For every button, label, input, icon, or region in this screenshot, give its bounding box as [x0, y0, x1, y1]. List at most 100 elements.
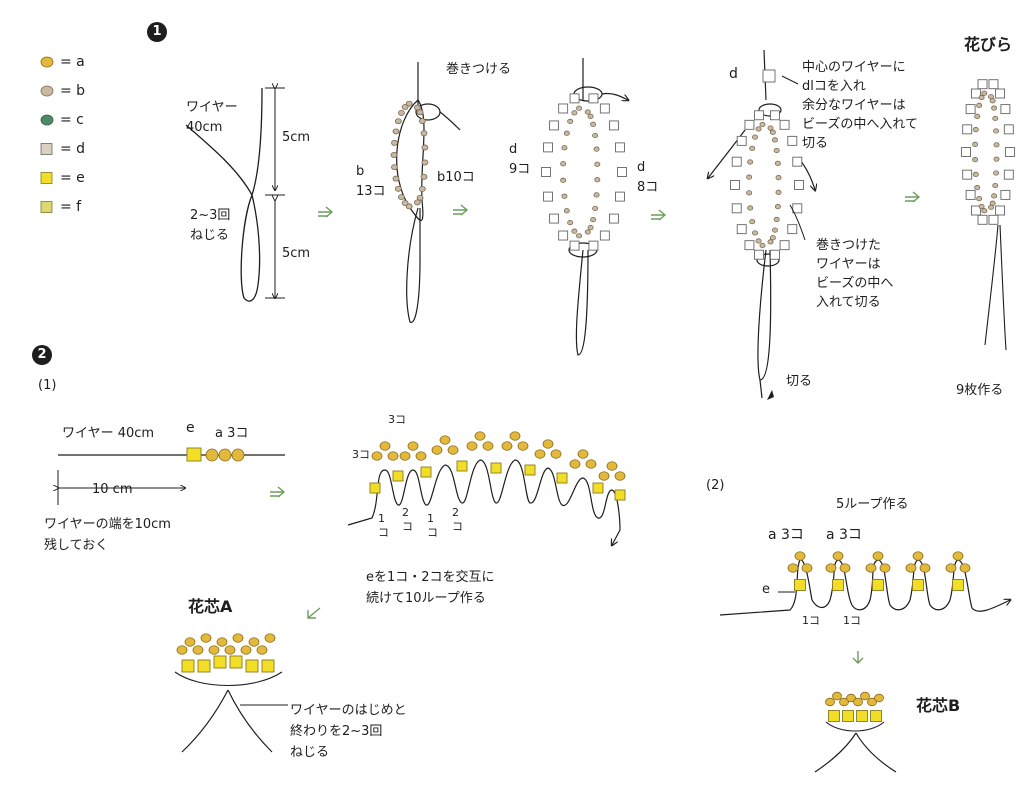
bead-d	[1004, 125, 1013, 134]
bead-d	[770, 250, 779, 259]
bead-a	[217, 638, 227, 647]
bead-a	[578, 450, 588, 459]
legend-label-b: = b	[60, 81, 85, 101]
core-a-title: 花芯A	[188, 596, 232, 618]
bead-b	[398, 195, 404, 200]
bead-d	[795, 181, 804, 190]
bead-b	[772, 138, 777, 142]
bead-a	[257, 646, 267, 655]
twist-label: 2~3回 ねじる	[190, 206, 230, 246]
d-left-count-label: d 9コ	[509, 140, 530, 180]
core-a-drawing	[175, 634, 288, 752]
bead-d-icon	[40, 143, 54, 155]
bead-e	[843, 711, 854, 722]
bead-b	[770, 236, 775, 240]
bead-b	[595, 162, 600, 166]
legend-label-c: = c	[60, 110, 84, 130]
bead-b	[421, 174, 427, 179]
count-label-3: 1 コ	[427, 512, 438, 540]
bead-b	[406, 101, 412, 106]
bead-a	[432, 446, 442, 455]
bead-e	[246, 660, 258, 672]
bead-a	[265, 634, 275, 643]
bead-a	[201, 634, 211, 643]
bead-a	[535, 450, 545, 459]
bead-d	[732, 157, 741, 166]
bead-b	[594, 147, 599, 151]
bead-a	[483, 442, 493, 451]
wrap-label: 巻きつける	[446, 60, 511, 80]
bead-d	[737, 136, 746, 145]
finished-petal-drawing	[962, 80, 1015, 350]
bead-a	[826, 564, 836, 573]
bead-a	[225, 646, 235, 655]
bead-d	[570, 94, 579, 103]
bead-b	[562, 145, 567, 149]
bead-b	[972, 142, 977, 146]
bead-b	[576, 106, 581, 110]
bead-b	[391, 165, 397, 170]
bead-b	[977, 103, 982, 107]
bead-a-icon	[40, 56, 54, 68]
bead-b	[982, 91, 987, 95]
bead-a	[833, 552, 843, 561]
bead-b	[768, 240, 773, 244]
cut-label: 切る	[786, 372, 812, 392]
bead-b	[750, 219, 755, 223]
bead-a	[866, 564, 876, 573]
bead-b	[417, 110, 423, 115]
bead-b	[391, 140, 397, 145]
bead-b	[585, 230, 590, 234]
bead-b	[748, 206, 753, 210]
bead-d	[732, 204, 741, 213]
bead-a	[826, 698, 835, 706]
bead-b	[422, 160, 428, 165]
bead-e	[198, 660, 210, 672]
bead-e	[795, 580, 806, 591]
ten-loop-drawing	[348, 432, 625, 545]
length-dimension-lines	[265, 88, 285, 298]
bead-b	[760, 122, 765, 126]
bead-a	[615, 472, 625, 481]
bead-d	[963, 170, 972, 179]
e-small-label: e	[762, 580, 770, 600]
bead-a	[400, 452, 410, 461]
ten-loop-note: eを1コ・2コを交互に 続けて10ループ作る	[366, 567, 495, 609]
bead-a	[233, 634, 243, 643]
bead-a	[408, 442, 418, 451]
bead-d	[966, 190, 975, 199]
bead-b	[590, 122, 595, 126]
bead-d	[788, 225, 797, 234]
bead-d	[559, 104, 568, 113]
bead-b	[422, 145, 428, 150]
bead-e	[615, 490, 625, 500]
five-loops-label: 5ループ作る	[836, 495, 909, 515]
bead-a	[946, 564, 956, 573]
bead-b	[747, 191, 752, 195]
bead-e	[829, 711, 840, 722]
bead-d	[793, 204, 802, 213]
bead-d	[996, 89, 1005, 98]
bead-d	[780, 120, 789, 129]
bead-d	[1004, 170, 1013, 179]
bead-d	[731, 181, 740, 190]
bead-b	[992, 106, 997, 110]
bead-b	[770, 130, 775, 134]
bead-e	[182, 660, 194, 672]
bead-e	[953, 580, 964, 591]
bead-d	[610, 121, 619, 130]
bead-b	[748, 160, 753, 164]
bead-b	[395, 119, 401, 124]
bead-a	[388, 452, 398, 461]
bead-b	[595, 178, 600, 182]
step-2-marker: 2	[32, 345, 52, 365]
bead-e	[214, 656, 226, 668]
bead-d	[1006, 148, 1015, 157]
bead-e	[873, 580, 884, 591]
bead-b	[747, 175, 752, 179]
bead-b	[572, 229, 577, 233]
bead-a	[840, 564, 850, 573]
three-label-side: 3コ	[352, 448, 370, 462]
bead-b	[752, 135, 757, 139]
bead-b	[973, 172, 978, 176]
